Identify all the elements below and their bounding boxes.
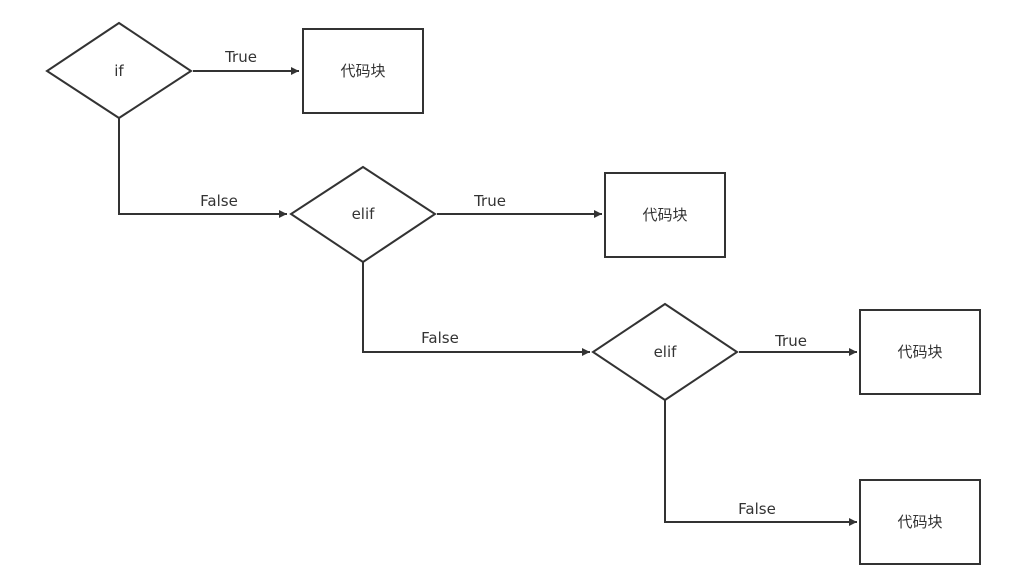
- edge-if-true-label: True: [224, 48, 257, 66]
- decision-elif-2: elif: [591, 302, 739, 402]
- decision-if-label: if: [114, 62, 124, 80]
- code-block-2-label: 代码块: [642, 206, 687, 224]
- code-block-1-label: 代码块: [340, 62, 385, 80]
- code-block-3: 代码块: [859, 309, 981, 395]
- edge-elif-2-false-label: False: [738, 500, 776, 518]
- edge-elif-1-false-line: [362, 262, 590, 356]
- edge-if-true: True: [193, 48, 299, 75]
- edge-if-false-line: [118, 118, 287, 218]
- code-block-4-label: 代码块: [897, 513, 942, 531]
- code-block-1: 代码块: [302, 28, 424, 114]
- edge-elif-2-false: False: [664, 400, 857, 526]
- edge-elif-1-false-label: False: [421, 329, 459, 347]
- edge-if-false-label: False: [200, 192, 238, 210]
- decision-if-shape: [45, 21, 193, 120]
- code-block-1-shape: [302, 28, 424, 114]
- code-block-4: 代码块: [859, 479, 981, 565]
- edge-elif-1-false: False: [362, 262, 590, 356]
- code-block-3-shape: [859, 309, 981, 395]
- edge-elif-2-false-line: [664, 400, 857, 526]
- decision-elif-2-label: elif: [654, 343, 678, 361]
- decision-elif-1: elif: [289, 165, 437, 264]
- decision-if: if: [45, 21, 193, 120]
- code-block-2: 代码块: [604, 172, 726, 258]
- decision-elif-2-shape: [591, 302, 739, 402]
- edge-elif-1-true-label: True: [473, 192, 506, 210]
- edge-elif-1-true: True: [437, 192, 602, 218]
- decision-elif-1-shape: [289, 165, 437, 264]
- decision-elif-1-label: elif: [352, 205, 376, 223]
- code-block-2-shape: [604, 172, 726, 258]
- edge-elif-2-true-label: True: [774, 332, 807, 350]
- edge-if-false: False: [118, 118, 287, 218]
- code-block-3-label: 代码块: [897, 343, 942, 361]
- edge-elif-2-true: True: [739, 332, 857, 356]
- code-block-4-shape: [859, 479, 981, 565]
